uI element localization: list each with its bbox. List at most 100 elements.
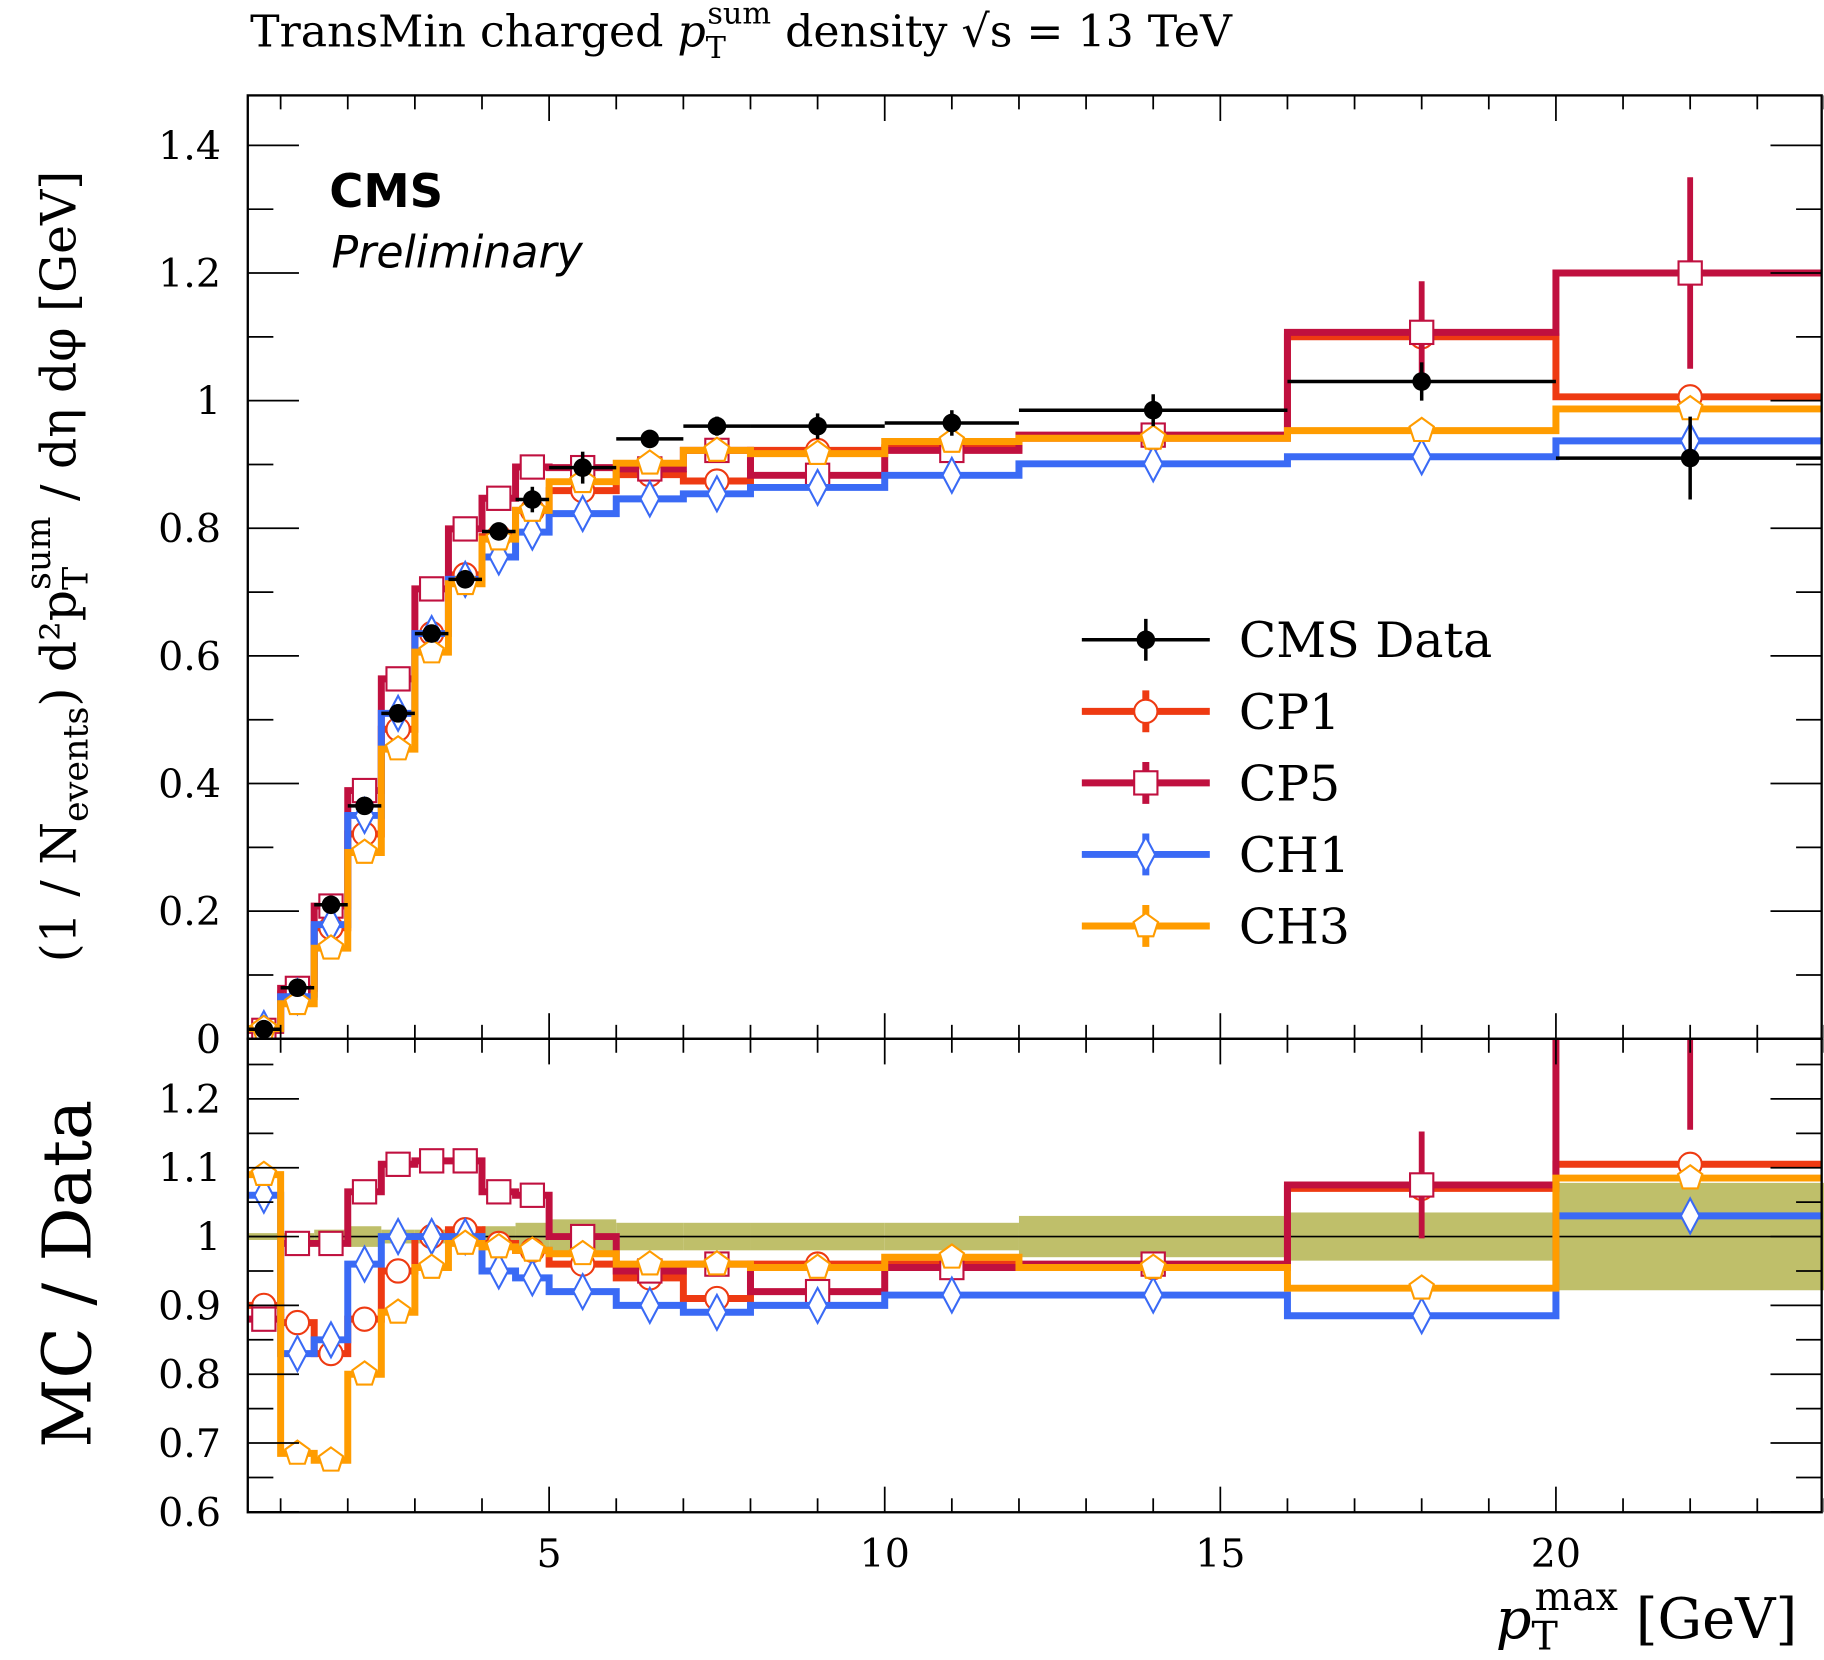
ratio-y-tick-label: 0.7 — [158, 1421, 221, 1467]
point-marker — [639, 479, 661, 519]
data-point — [455, 570, 475, 589]
x-axis-label: pTmax [GeV] — [1496, 1574, 1798, 1660]
y-axis-label: (1 / Nevents) d²pTsum / dη dφ [GeV] — [19, 171, 96, 963]
ratio-point-marker — [938, 1243, 966, 1269]
point-marker — [703, 436, 731, 462]
ratio-point-marker — [384, 1298, 412, 1324]
ratio-point-marker — [941, 1275, 963, 1315]
ratio-point-marker — [385, 1151, 411, 1177]
point-marker — [519, 454, 546, 480]
legend-entry-cp1: CP1 — [1081, 684, 1340, 741]
point-marker — [636, 449, 664, 475]
y-tick-label: 1.4 — [158, 123, 221, 169]
ratio-point-marker — [703, 1250, 731, 1276]
ratio-point-marker — [250, 1160, 278, 1186]
data-point — [489, 522, 509, 541]
x-tick-label: 10 — [860, 1531, 910, 1577]
ratio-y-axis-label: MC / Data — [28, 1100, 107, 1448]
status-label: Preliminary — [332, 228, 584, 279]
legend-marker — [1135, 834, 1157, 875]
data-point — [1143, 400, 1163, 420]
y-tick-label: 1 — [196, 379, 221, 425]
point-marker — [807, 467, 829, 508]
point-marker — [486, 485, 512, 511]
ratio-point-marker — [486, 1179, 512, 1205]
ratio-point-marker — [253, 1175, 275, 1215]
ratio-y-tick-label: 1.1 — [158, 1146, 221, 1192]
data-point — [422, 624, 441, 643]
ratio-point-marker — [354, 1244, 376, 1284]
y-tick-label: 0.6 — [158, 634, 221, 680]
ratio-point-marker — [286, 1333, 308, 1374]
ratio-point-marker — [1408, 1274, 1436, 1300]
data-point — [942, 413, 962, 433]
ratio-point-marker — [351, 1360, 378, 1386]
x-tick-label: 20 — [1531, 1531, 1581, 1577]
legend-label: CP5 — [1239, 755, 1340, 812]
point-marker — [1409, 319, 1435, 346]
ratio-point-marker — [1139, 1253, 1167, 1279]
ratio-point-marker — [385, 1258, 411, 1284]
point-marker — [706, 474, 728, 514]
point-marker — [452, 516, 478, 542]
y-tick-label: 0 — [196, 1017, 221, 1063]
point-marker — [572, 493, 594, 534]
data-point — [1412, 372, 1431, 391]
point-marker — [1411, 437, 1433, 477]
point-marker — [941, 455, 963, 495]
ratio-point-marker — [639, 1285, 661, 1326]
data-point — [1680, 448, 1700, 468]
x-tick-label: 5 — [537, 1531, 562, 1577]
ratio-point-marker — [351, 1306, 378, 1332]
ratio-y-tick-label: 0.9 — [158, 1283, 221, 1329]
y-tick-label: 0.8 — [158, 506, 221, 552]
point-marker — [521, 512, 543, 552]
ratio-point-marker — [320, 1320, 342, 1360]
data-point — [321, 895, 341, 915]
histogram-line — [247, 269, 1822, 1034]
ratio-point-marker — [418, 1253, 446, 1279]
point-marker — [284, 989, 311, 1016]
point-marker — [804, 439, 831, 465]
point-marker — [1408, 416, 1436, 443]
ratio-point-marker — [387, 1216, 409, 1257]
ratio-point-marker — [706, 1292, 728, 1332]
point-marker — [384, 734, 412, 761]
data-point — [388, 704, 408, 723]
ratio-histogram-line — [247, 1171, 1822, 1464]
ratio-point-marker — [1409, 1172, 1435, 1198]
legend-marker — [1133, 770, 1159, 796]
y-tick-label: 0.4 — [158, 761, 221, 807]
ratio-point-marker — [1676, 1163, 1704, 1190]
data-point — [808, 416, 827, 436]
ratio-point-marker — [284, 1230, 311, 1257]
point-marker — [351, 838, 378, 864]
ratio-point-marker — [572, 1271, 594, 1312]
ratio-point-marker — [452, 1148, 478, 1174]
ratio-point-marker — [421, 1216, 443, 1257]
ratio-panel-frame — [246, 1037, 1823, 1514]
point-marker — [385, 666, 411, 692]
experiment-label: CMS — [329, 164, 443, 218]
data-point — [254, 1019, 274, 1039]
ratio-point-marker — [485, 1232, 513, 1259]
ratio-point-marker — [521, 1258, 543, 1298]
point-marker — [938, 427, 966, 453]
ratio-point-marker — [251, 1306, 277, 1332]
ratio-point-marker — [318, 1230, 344, 1257]
point-marker — [1677, 260, 1703, 286]
x-tick-label: 15 — [1195, 1531, 1245, 1577]
point-marker — [418, 637, 446, 664]
point-marker — [1142, 444, 1164, 484]
ratio-point-marker — [317, 1446, 345, 1472]
ratio-point-marker — [804, 1253, 831, 1279]
ratio-point-marker — [1142, 1275, 1164, 1315]
ratio-y-tick-label: 1 — [196, 1215, 221, 1261]
legend-label: CMS Data — [1239, 612, 1492, 669]
ratio-point-marker — [1679, 1196, 1701, 1236]
legend-marker — [1132, 911, 1160, 938]
ratio-y-tick-label: 1.2 — [158, 1077, 221, 1123]
legend-label: CH3 — [1239, 898, 1350, 955]
point-marker — [1139, 424, 1167, 450]
